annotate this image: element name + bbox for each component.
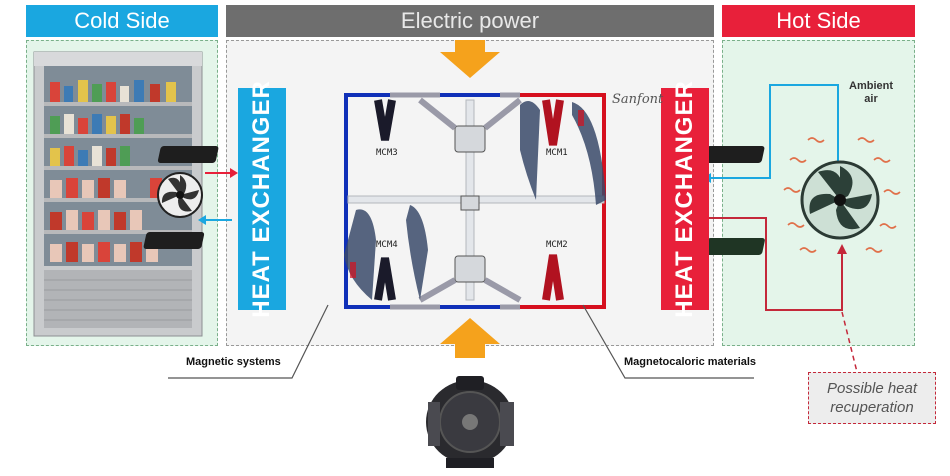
mcm3-label: MCM3: [376, 148, 398, 158]
cold-side-radiators: [143, 146, 219, 249]
hot-side-title: Hot Side: [776, 8, 861, 33]
cold-side-title: Cold Side: [74, 8, 170, 33]
motor-icon: [426, 376, 514, 468]
possible-heat-recuperation-text: Possible heat recuperation: [826, 380, 918, 416]
heat-exchanger-right: HEAT EXCHANGER: [661, 80, 709, 318]
electric-power-title: Electric power: [400, 8, 540, 33]
hot-side-radiators: [703, 146, 765, 255]
possible-heat-recuperation-box: Possible heat recuperation: [808, 372, 936, 424]
cold-side-fan-icon: [157, 172, 203, 218]
mcm4-label: MCM4: [376, 240, 398, 250]
top-power-arrow-icon: [440, 40, 500, 78]
heat-exchanger-left-label: HEAT EXCHANGER: [248, 80, 276, 318]
heat-exchanger-right-label: HEAT EXCHANGER: [671, 80, 699, 318]
mcm1-label: MCM1: [546, 148, 568, 158]
hot-side-fan-icon: [783, 137, 901, 253]
hot-side-header: Hot Side: [722, 5, 915, 37]
magnetocaloric-circuit-diagram: [344, 92, 606, 310]
heat-exchanger-left: HEAT EXCHANGER: [238, 80, 286, 318]
magnetic-systems-callout: Magnetic systems: [186, 356, 281, 368]
ambient-air-label: Ambient air: [849, 80, 893, 105]
magnetocaloric-materials-callout: Magnetocaloric materials: [624, 356, 757, 368]
sanfont-logo: Sanfont: [612, 92, 664, 107]
bottom-power-arrow-icon: [440, 318, 500, 358]
cold-side-header: Cold Side: [26, 5, 218, 37]
mcm2-label: MCM2: [546, 240, 568, 250]
electric-power-header: Electric power: [226, 5, 714, 37]
